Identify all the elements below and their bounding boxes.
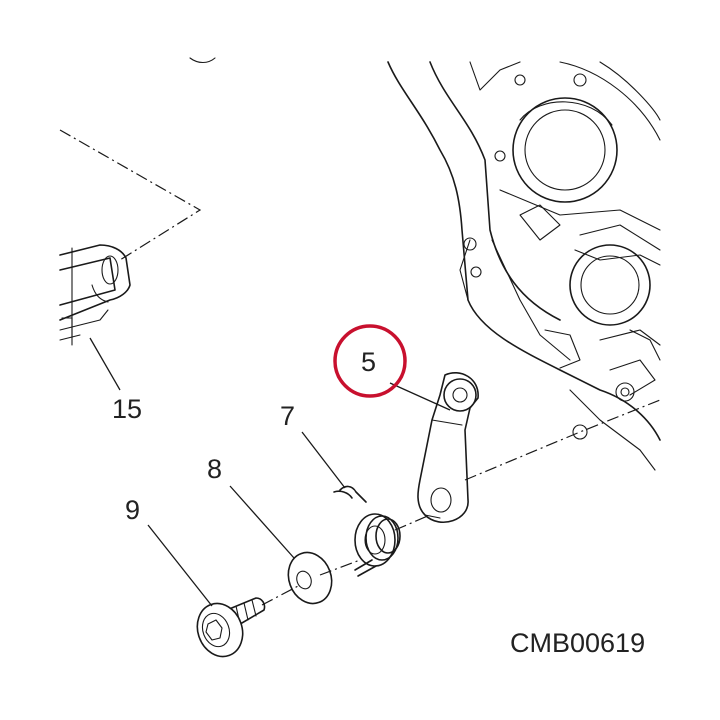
drawing-code: CMB00619	[510, 628, 645, 658]
part-5-lever	[417, 372, 479, 524]
part-8-washer	[287, 551, 333, 605]
part-7-spring	[333, 485, 401, 577]
callout-5-highlight-ring	[333, 324, 407, 398]
callout-15: 15	[112, 394, 142, 424]
part-15-sensor	[59, 244, 131, 346]
callout-5: 5	[361, 347, 376, 377]
part-9-bolt	[196, 597, 266, 658]
callout-8: 8	[207, 454, 222, 484]
crankcase-housing	[189, 57, 661, 471]
leader-lines	[89, 337, 451, 607]
callout-7: 7	[280, 401, 295, 431]
callout-9: 9	[125, 495, 140, 525]
assembly-axes	[59, 129, 661, 606]
